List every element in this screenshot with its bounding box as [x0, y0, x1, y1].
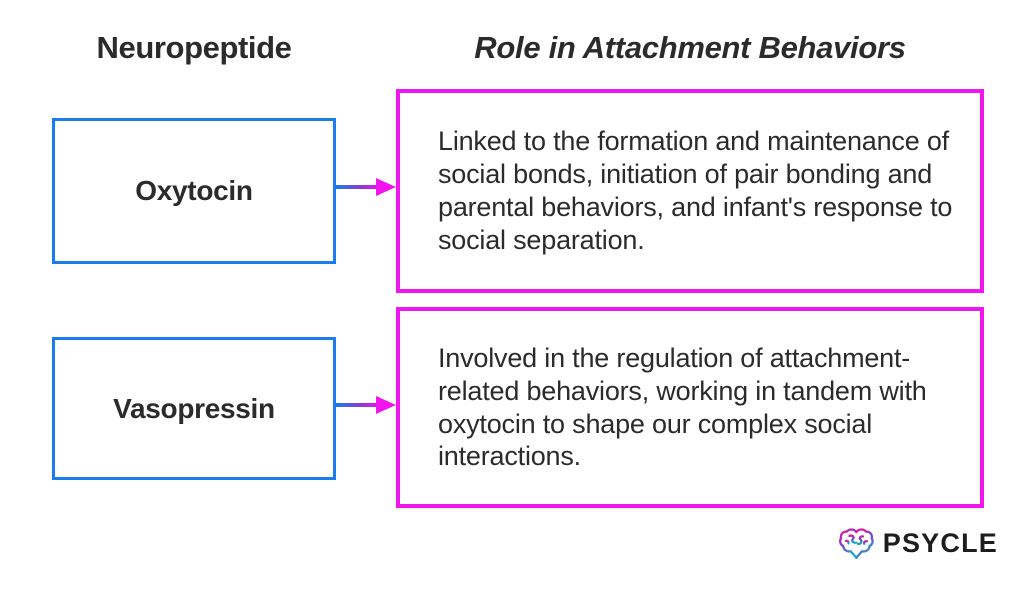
role-description: Linked to the formation and maintenance …	[438, 126, 953, 255]
arrow-shaft	[336, 403, 380, 407]
column-header-neuropeptide: Neuropeptide	[96, 30, 292, 65]
column-header-role: Role in Attachment Behaviors	[474, 30, 906, 65]
role-description: Involved in the regulation of attachment…	[438, 342, 927, 472]
neuropeptide-label: Vasopressin	[113, 392, 275, 424]
role-box-vasopressin: Involved in the regulation of attachment…	[396, 307, 984, 508]
psycle-logo: PSYCLE	[838, 522, 998, 564]
arrow-head	[376, 178, 396, 196]
arrow-right-icon	[336, 396, 398, 414]
arrow-head	[376, 396, 396, 414]
neuropeptide-box-oxytocin: Oxytocin	[52, 118, 336, 264]
logo-wordmark: PSYCLE	[882, 527, 998, 558]
role-box-oxytocin: Linked to the formation and maintenance …	[396, 89, 984, 293]
brain-icon	[839, 528, 874, 560]
arrow-shaft	[336, 185, 380, 189]
arrow-right-icon	[336, 178, 398, 196]
neuropeptide-box-vasopressin: Vasopressin	[52, 337, 336, 480]
neuropeptide-label: Oxytocin	[135, 175, 253, 206]
